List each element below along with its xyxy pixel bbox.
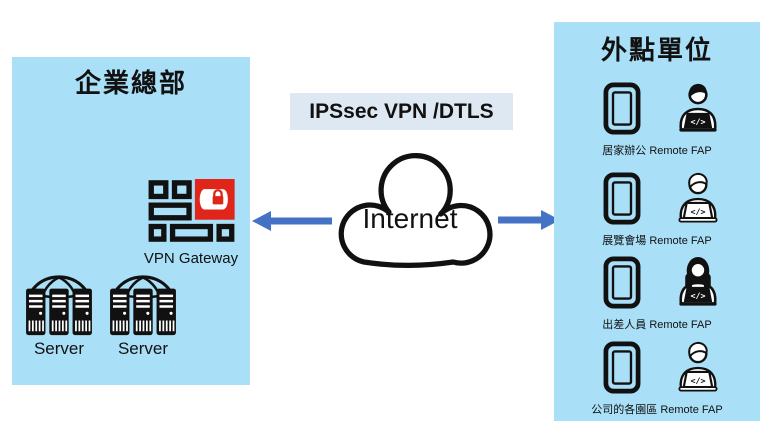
remote-row-label: 公司的各園區 Remote FAP [591,404,723,416]
vpn-gateway-label: VPN Gateway [143,250,239,267]
remote-row-label: 出差人員 Remote FAP [602,319,712,331]
svg-text:</>: </> [690,376,705,386]
remote-title: 外點單位 [600,35,713,65]
right-arrow-icon [496,208,562,237]
remote-row-label: 居家辦公 Remote FAP [602,145,712,157]
server-group: Server [20,275,182,359]
cloud-icon [338,153,493,268]
server-farm-icon [110,275,176,336]
smartphone-icon [603,172,641,225]
hq-panel: 企業總部 VPN Gateway [12,57,250,385]
remote-row-label: 展覽會場 Remote FAP [602,235,712,247]
remote-coder-light-icon: </> [678,172,718,223]
smartphone-icon [603,256,641,309]
server-label: Server [33,339,85,358]
vpn-gateway: VPN Gateway [130,179,252,267]
firewall-vpn-tunnel-icon [148,179,235,242]
remote-coder-light-icon: </> [678,341,718,392]
left-arrow-icon [250,209,334,238]
remote-coder-female-icon: </> [679,256,717,306]
remote-row-home-office: </> 居家辦公 Remote FAP [554,82,760,158]
smartphone-icon [603,341,641,394]
svg-text:</>: </> [690,291,705,301]
server-label: Server [117,339,169,358]
internet-label: Internet [362,203,458,234]
remote-row-campuses: </> 公司的各園區 Remote FAP [554,341,760,417]
svg-text:</>: </> [690,117,705,127]
hq-title: 企業總部 [74,68,187,98]
remote-row-exhibition: </> 展覽會場 Remote FAP [554,172,760,248]
server-farm-icon [26,275,92,336]
vpn-protocol-label: IPSsec VPN /DTLS [290,93,513,130]
remote-row-business-travel: </> 出差人員 Remote FAP [554,256,760,332]
remote-panel: 外點單位 </> 居家辦公 Remote FAP [554,22,760,421]
svg-text:</>: </> [690,207,705,217]
server-block: Server [104,275,182,359]
smartphone-icon [603,82,641,135]
remote-coder-dark-icon: </> [679,83,717,132]
internet-cloud: Internet [314,146,506,282]
server-block: Server [20,275,98,359]
